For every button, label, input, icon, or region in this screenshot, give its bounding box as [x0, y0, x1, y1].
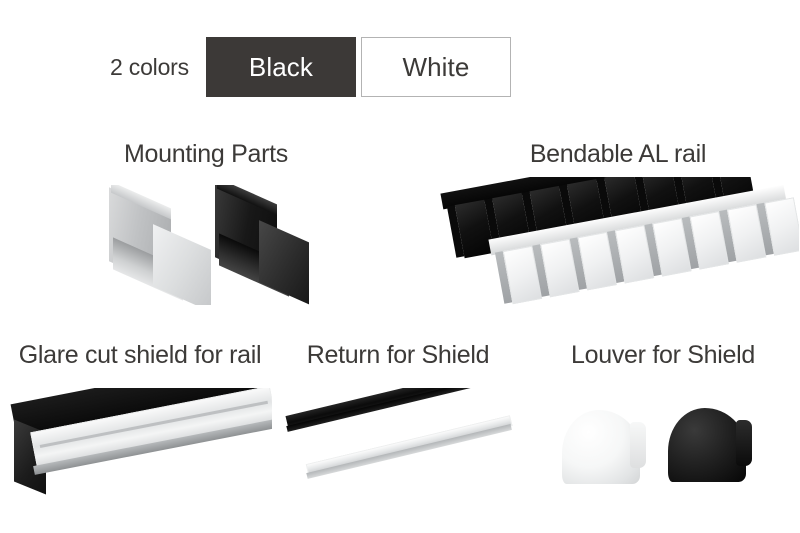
product-title-mounting-parts: Mounting Parts — [124, 140, 288, 168]
color-swatch-black-label: Black — [248, 51, 313, 82]
color-count-label: 2 colors — [110, 54, 189, 80]
mounting-clip-icon — [103, 185, 309, 305]
glare-shield-icon — [8, 388, 272, 518]
louver-cap-tab — [736, 420, 752, 466]
color-swatch-white-label: White — [402, 51, 470, 82]
louver-cap-tab — [630, 422, 646, 468]
louver-cap-white — [562, 410, 646, 484]
product-title-glare-cut-shield: Glare cut shield for rail — [18, 341, 262, 369]
product-title-bendable-al-rail: Bendable AL rail — [529, 140, 707, 168]
louver-cap-body — [668, 408, 746, 482]
return-strip-silver-edge — [306, 424, 512, 479]
product-glare-cut-shield[interactable]: Glare cut shield for rail — [8, 343, 272, 518]
clip-front-wall — [259, 220, 309, 305]
return-strip-icon — [283, 388, 513, 518]
product-return-for-shield[interactable]: Return for Shield — [283, 343, 513, 518]
product-louver-for-shield[interactable]: Louver for Shield — [548, 343, 778, 512]
clip-front-wall — [153, 224, 211, 305]
product-title-return-for-shield: Return for Shield — [306, 341, 490, 369]
louver-cap-black — [668, 408, 752, 482]
color-swatch-black[interactable]: Black — [205, 37, 356, 97]
product-title-louver-for-shield: Louver for Shield — [571, 341, 755, 369]
product-mounting-parts[interactable]: Mounting Parts — [103, 142, 309, 305]
louver-cap-body — [562, 410, 640, 484]
louver-cap-icon — [548, 392, 778, 512]
color-selector: 2 colors Black White — [110, 37, 511, 97]
segmented-rail-icon — [437, 177, 799, 317]
color-swatch-white[interactable]: White — [360, 37, 511, 97]
product-bendable-al-rail[interactable]: Bendable AL rail — [437, 142, 799, 317]
